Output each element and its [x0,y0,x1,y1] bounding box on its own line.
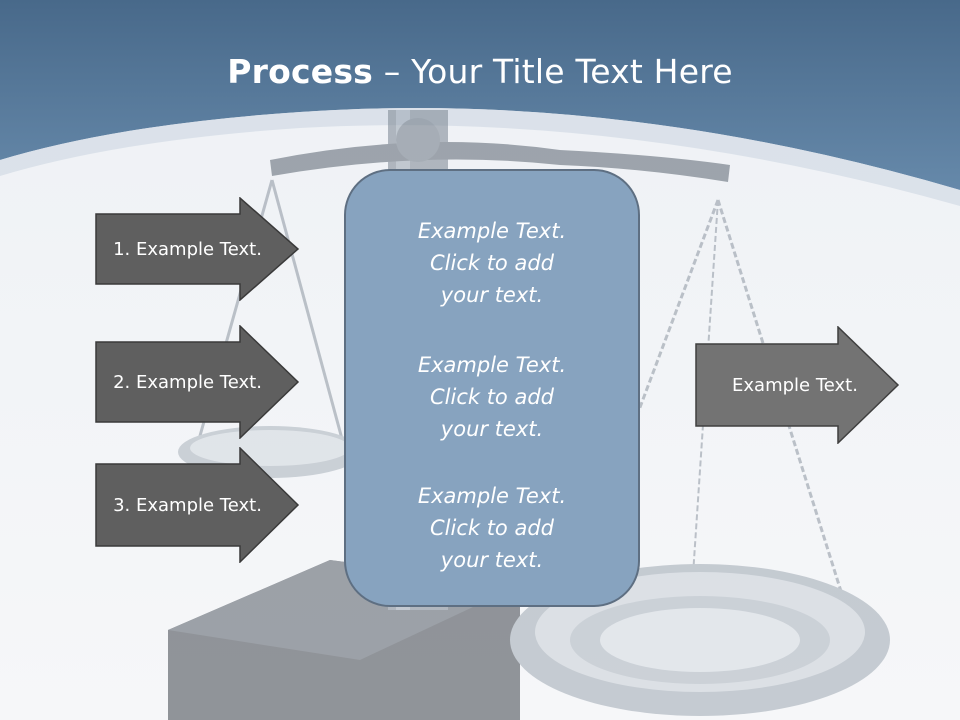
panel-block-3-line1: Example Text. [417,484,567,508]
left-arrow-3[interactable] [95,447,301,563]
panel-block-2-line3: your text. [440,417,544,441]
slide-title: Process – Your Title Text Here [0,52,960,91]
left-arrow-2[interactable] [95,325,301,439]
left-arrow-2-label: 2. Example Text. [113,371,262,393]
left-arrow-1[interactable] [95,197,301,301]
panel-block-1-line3: your text. [440,283,544,307]
panel-text-block-3: Example Text. Click to add your text. [346,480,638,576]
panel-text-block-1: Example Text. Click to add your text. [346,215,638,311]
title-rest: – Your Title Text Here [373,52,733,91]
panel-text-block-2: Example Text. Click to add your text. [346,349,638,445]
right-arrow[interactable] [695,326,901,444]
panel-block-2-line1: Example Text. [417,353,567,377]
right-arrow-label: Example Text. [732,374,858,396]
center-text-panel[interactable]: Example Text. Click to add your text. Ex… [344,169,640,607]
left-arrow-3-label: 3. Example Text. [113,494,262,516]
panel-block-3-line2: Click to add [429,516,554,540]
panel-block-3-line3: your text. [440,548,544,572]
title-bold: Process [227,52,374,91]
left-arrow-1-label: 1. Example Text. [113,238,262,260]
panel-block-1-line1: Example Text. [417,219,567,243]
panel-block-2-line2: Click to add [429,385,554,409]
panel-block-1-line2: Click to add [429,251,554,275]
